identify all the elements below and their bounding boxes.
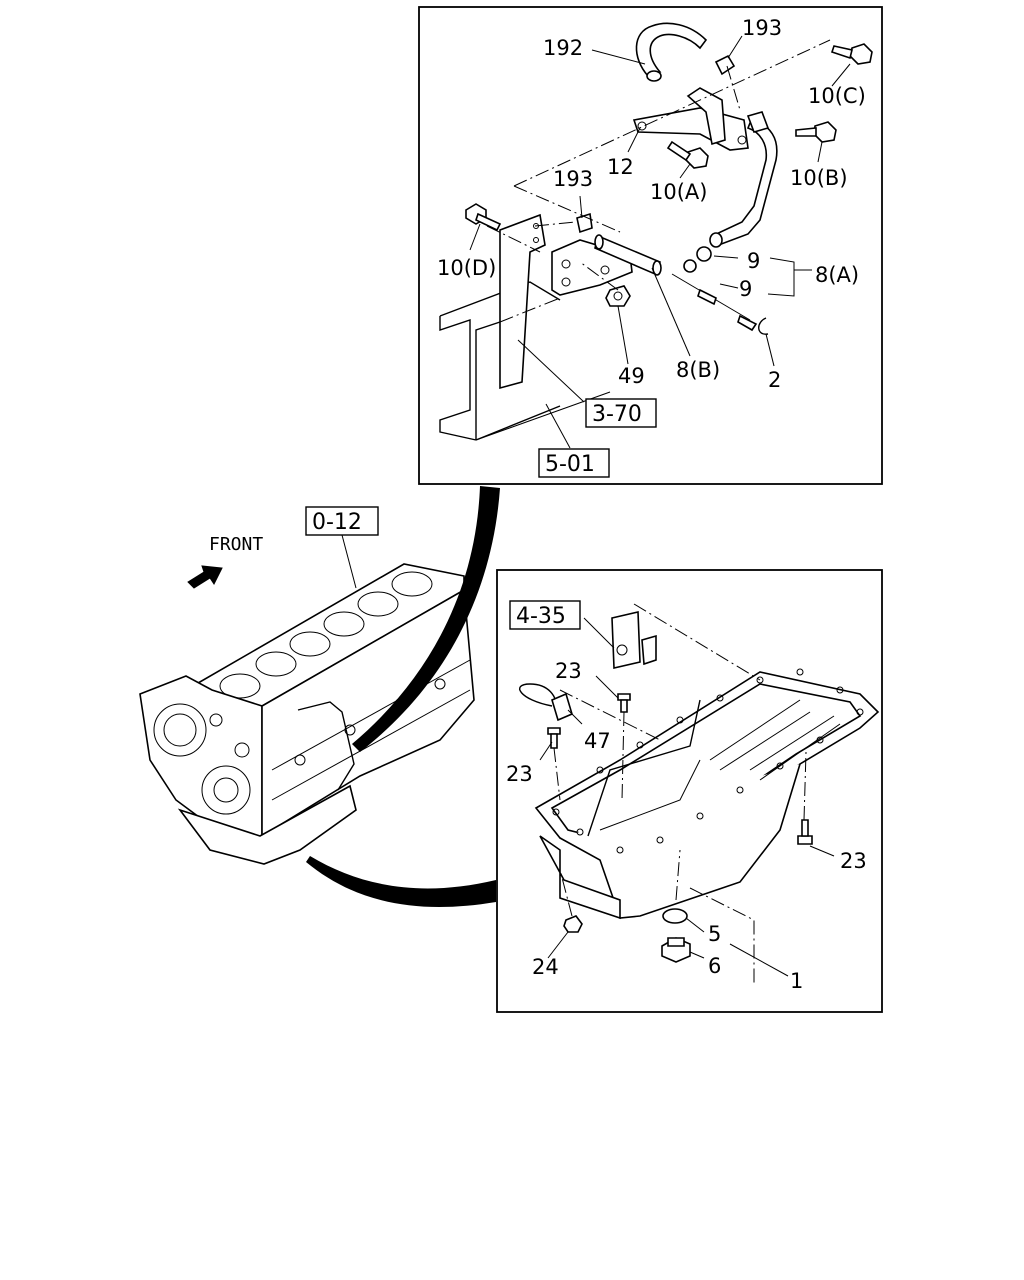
label-10b: 10(B) bbox=[790, 166, 848, 190]
ref-4-35: 4-35 bbox=[516, 604, 566, 629]
front-arrow-icon bbox=[187, 565, 223, 589]
guide-tube-upper bbox=[709, 111, 778, 248]
ref-5-01: 5-01 bbox=[545, 452, 595, 477]
front-label: FRONT bbox=[209, 534, 263, 555]
label-6: 6 bbox=[708, 954, 721, 978]
o-ring-9b bbox=[683, 259, 697, 273]
bolt-23-right bbox=[797, 819, 813, 845]
bolt-23-upper bbox=[617, 693, 631, 713]
oil-pan-inset-frame bbox=[496, 569, 883, 1013]
callout-curve-top bbox=[352, 486, 500, 752]
label-9b: 9 bbox=[739, 277, 752, 301]
label-8b: 8(B) bbox=[676, 358, 720, 382]
bracket-12 bbox=[632, 87, 749, 151]
ref-box-3-70 bbox=[585, 398, 657, 428]
label-47: 47 bbox=[584, 729, 611, 753]
dipstick-clip-47 bbox=[519, 683, 573, 722]
clip-193-upper bbox=[714, 54, 736, 76]
assembly-lines-top bbox=[486, 39, 831, 323]
label-193-upper: 193 bbox=[742, 16, 782, 40]
label-23-right: 23 bbox=[840, 849, 867, 873]
label-2: 2 bbox=[768, 368, 781, 392]
ref-3-70: 3-70 bbox=[592, 402, 642, 427]
dipstick-inset-frame bbox=[418, 6, 883, 485]
label-8a: 8(A) bbox=[815, 263, 859, 287]
bolt-23-left bbox=[547, 727, 561, 749]
ref-box-5-01 bbox=[538, 448, 610, 478]
oil-pan bbox=[534, 668, 880, 920]
leaders-bottom bbox=[539, 617, 835, 977]
engine-block bbox=[139, 563, 475, 865]
label-49: 49 bbox=[618, 364, 645, 388]
bolt-10d bbox=[465, 203, 502, 232]
label-10c: 10(C) bbox=[808, 84, 866, 108]
label-23-left: 23 bbox=[506, 762, 533, 786]
assembly-lines-bottom bbox=[553, 603, 807, 984]
label-12: 12 bbox=[607, 155, 634, 179]
leaders-top bbox=[469, 35, 851, 449]
label-9a: 9 bbox=[747, 249, 760, 273]
label-192: 192 bbox=[543, 36, 583, 60]
label-10a: 10(A) bbox=[650, 180, 707, 204]
label-10d: 10(D) bbox=[437, 256, 496, 280]
hose-192 bbox=[635, 22, 708, 82]
ref-box-4-35 bbox=[509, 600, 581, 630]
label-5: 5 bbox=[708, 922, 721, 946]
bolt-10a bbox=[666, 140, 709, 169]
label-193-lower: 193 bbox=[553, 167, 593, 191]
washer-5 bbox=[662, 908, 688, 924]
label-24: 24 bbox=[532, 955, 559, 979]
nut-49 bbox=[605, 285, 631, 307]
nut-24 bbox=[563, 915, 583, 933]
label-1: 1 bbox=[790, 969, 803, 993]
bolt-10c bbox=[830, 43, 873, 65]
label-23-upper: 23 bbox=[555, 659, 582, 683]
gasket-plate bbox=[611, 611, 657, 669]
leader-0-12 bbox=[341, 534, 357, 589]
callout-curve-bottom bbox=[306, 856, 496, 908]
bolt-10b bbox=[795, 121, 837, 143]
dipstick-2 bbox=[671, 273, 769, 335]
o-ring-9a bbox=[696, 246, 712, 262]
ref-0-12: 0-12 bbox=[312, 510, 362, 535]
drain-plug-6 bbox=[661, 937, 691, 963]
